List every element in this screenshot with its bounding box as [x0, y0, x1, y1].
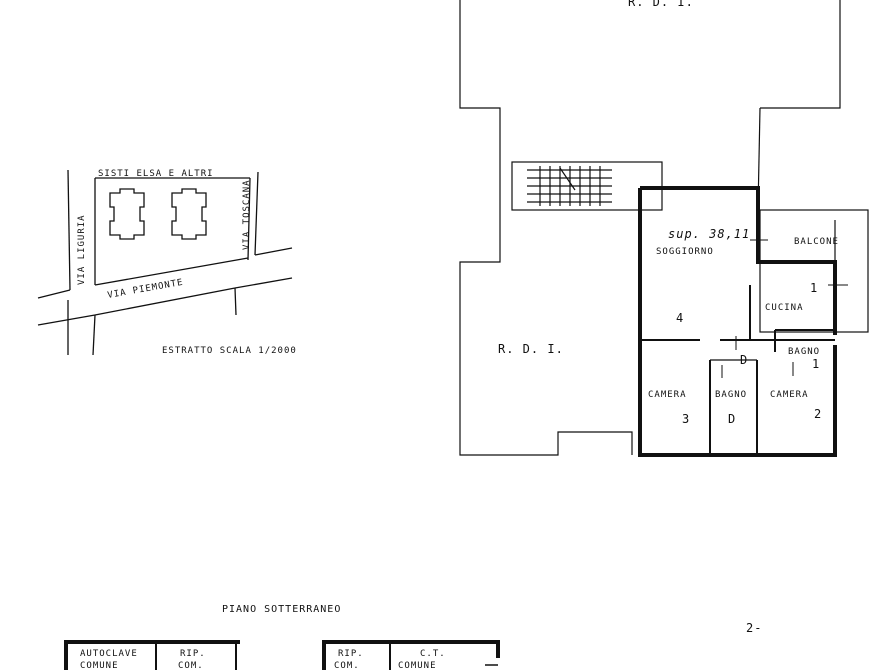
- site-caption: ESTRATTO SCALA 1/2000: [162, 346, 297, 356]
- floor-plan: [459, 0, 841, 456]
- basement-plan: [64, 640, 500, 670]
- room-soggiorno: SOGGIORNO: [656, 247, 714, 257]
- site-plan: [37, 169, 293, 356]
- room-bagno-2-number: D: [728, 412, 736, 426]
- owner-label: SISTI ELSA E ALTRI: [98, 169, 214, 179]
- basement-cell-3-line1: RIP.: [338, 649, 364, 659]
- room-camera-2-number: 2: [814, 407, 822, 421]
- room-camera-3-number: 3: [682, 412, 690, 426]
- street-right-label: VIA TOSCANA: [242, 179, 252, 250]
- room-soggiorno-number: 4: [676, 311, 684, 325]
- corner-mark: 2-: [746, 621, 762, 635]
- room-cucina-number: 1: [810, 281, 818, 295]
- area-note: sup. 38,11: [668, 227, 750, 241]
- room-camera-2: CAMERA: [770, 390, 809, 400]
- rdi-left-label: R. D. I.: [498, 342, 564, 356]
- basement-cell-1-line1: AUTOCLAVE: [80, 649, 138, 659]
- basement-cell-2-line1: RIP.: [180, 649, 206, 659]
- basement-cell-1-line2: COMUNE: [80, 661, 119, 670]
- room-balcone: BALCONE: [794, 237, 839, 247]
- basement-cell-3-line2: COM.: [334, 661, 360, 670]
- street-left-label: VIA LIGURIA: [77, 214, 87, 285]
- basement-title: PIANO SOTTERRANEO: [222, 604, 341, 615]
- basement-cell-4-line1: C.T.: [420, 649, 446, 659]
- rdi-top-label: R. D. I.: [628, 0, 694, 9]
- basement-cell-2-line2: COM.: [178, 661, 204, 670]
- door-marker: D: [740, 353, 748, 367]
- building-right: [171, 188, 207, 240]
- basement-cell-4-line2: COMUNE: [398, 661, 437, 670]
- room-camera-3: CAMERA: [648, 390, 687, 400]
- apartment-walls: [638, 186, 869, 457]
- room-cucina: CUCINA: [765, 303, 804, 313]
- room-bagno-2: BAGNO: [715, 390, 747, 400]
- room-bagno-1-number: 1: [812, 357, 820, 371]
- building-left: [109, 188, 145, 240]
- room-bagno-1: BAGNO: [788, 347, 820, 357]
